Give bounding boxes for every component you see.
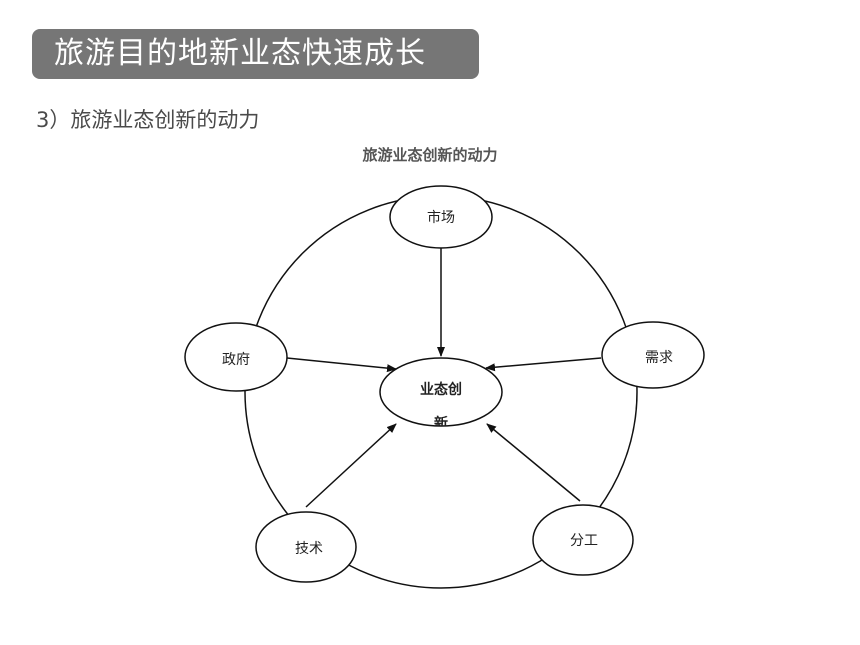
node-center-label: 业态创 — [420, 381, 462, 398]
diagram-title: 旅游业态创新的动力 — [362, 146, 498, 164]
node-demand-label: 需求 — [645, 350, 673, 366]
node-division: 分工 — [532, 504, 634, 576]
node-center-label-cut: 新 — [434, 415, 448, 432]
page-title-banner: 旅游目的地新业态快速成长 — [32, 29, 479, 79]
arrow-technology-to-center — [305, 423, 397, 508]
node-demand: 需求 — [601, 321, 705, 389]
diagram-title-wrap: 旅游业态创新的动力 — [0, 144, 860, 165]
node-market-label: 市场 — [427, 209, 455, 226]
node-center: 业态创 新 — [379, 357, 503, 432]
arrow-government-to-center — [286, 357, 397, 373]
node-government-label: 政府 — [222, 352, 250, 368]
arrow-division-to-center — [486, 423, 581, 502]
node-technology: 技术 — [255, 511, 357, 583]
page-title: 旅游目的地新业态快速成长 — [54, 36, 426, 71]
node-market: 市场 — [389, 185, 493, 249]
section-subtitle: 3）旅游业态创新的动力 — [36, 108, 260, 132]
node-government: 政府 — [184, 322, 288, 392]
node-division-label: 分工 — [570, 533, 598, 549]
node-technology-label: 技术 — [295, 541, 323, 557]
arrow-demand-to-center — [485, 357, 602, 372]
